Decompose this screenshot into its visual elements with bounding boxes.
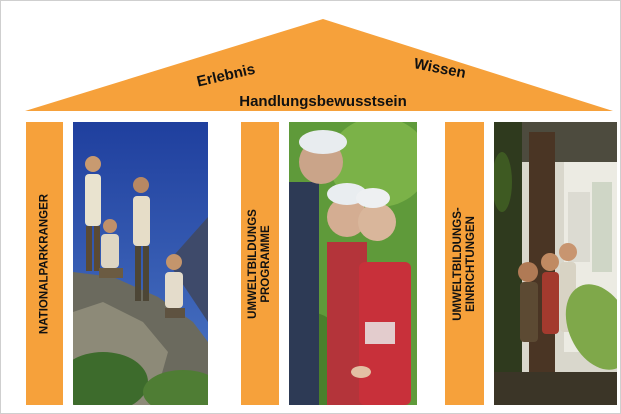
pillar-label-line2: PROGRAMME [260, 224, 272, 303]
pillar-umweltbildungseinrichtungen: UMWELTBILDUNGS- EINRICHTUNGEN [445, 122, 484, 405]
pillar-label-nationalparkranger: NATIONALPARKRANGER [38, 193, 50, 334]
roof-triangle [25, 19, 613, 111]
rangers-on-rock-photo [73, 122, 208, 405]
roof-base-text: Handlungsbewusstsein [239, 93, 407, 110]
pillar-label-line1: UMWELTBILDUNGS [247, 208, 259, 319]
pillar-umweltbildungsprogramme: UMWELTBILDUNGS PROGRAMME [241, 122, 279, 405]
pillar-label-umweltbildungseinrichtungen: UMWELTBILDUNGS- EINRICHTUNGEN [452, 207, 478, 321]
pillar-nationalparkranger: NATIONALPARKRANGER [26, 122, 63, 405]
exhibition-children-photo [494, 122, 617, 405]
pillar-label-line1: UMWELTBILDUNGS- [451, 206, 464, 321]
pillar-label-line2: EINRICHTUNGEN [464, 215, 477, 312]
roof: Erlebnis Wissen Handlungsbewusstsein [25, 19, 613, 111]
children-with-caps-photo [289, 122, 417, 405]
pillar-label-umweltbildungsprogramme: UMWELTBILDUNGS PROGRAMME [247, 209, 273, 319]
